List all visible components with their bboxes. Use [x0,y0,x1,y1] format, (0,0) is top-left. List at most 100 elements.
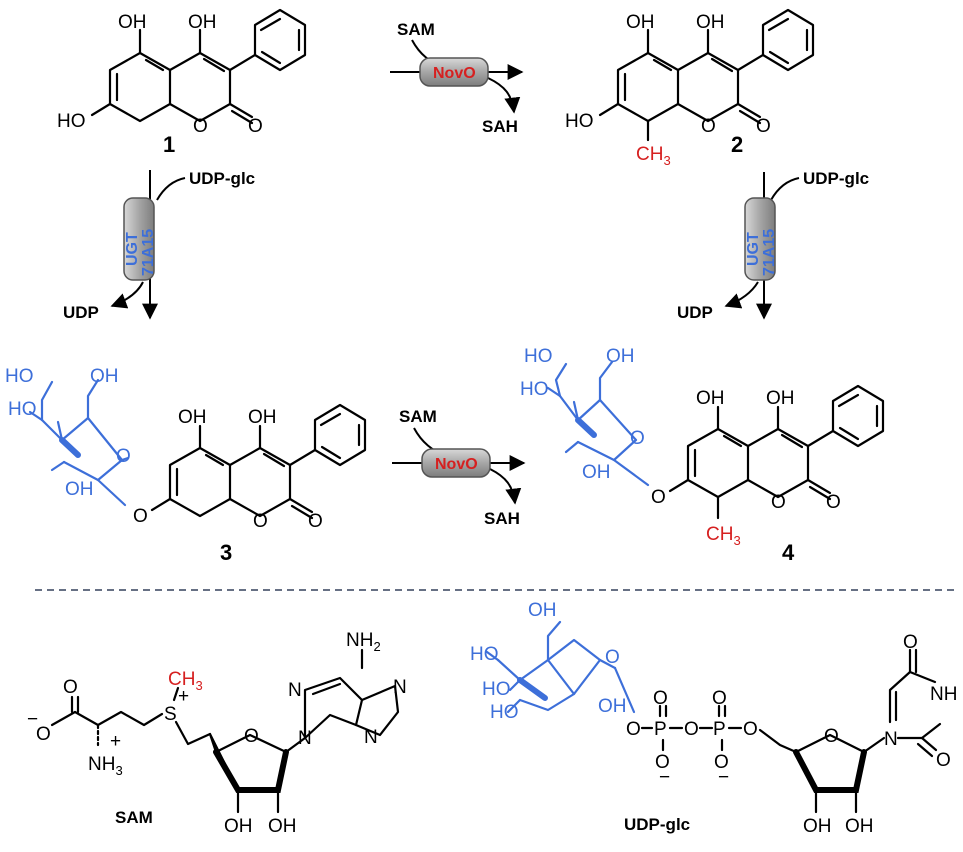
compound-number-3: 3 [220,540,232,565]
methyl-subscript: 3 [663,153,670,168]
label-oh: OH [248,407,277,428]
label-oh: OH [582,462,611,483]
methyl-subscript: 3 [195,678,202,693]
label-n: N [884,729,898,750]
label-o-glycosidic: O [133,506,148,527]
methyl-ch: CH [168,669,195,690]
label-p: P [713,719,726,740]
ugt-step-left: UDP-glc UGT 71A15 UDP [63,169,255,322]
label-minus: − [27,709,38,730]
methyl-ch: CH [706,524,733,545]
label-oh: OH [118,12,147,33]
enzyme-box-novo [421,448,491,478]
label-nh2: NH2 [346,630,381,654]
label-oh: OH [766,388,795,409]
label-o: O [63,677,78,698]
label-oh: OH [696,388,725,409]
reagent-udp-glc: UDP-glc [189,169,255,188]
label-o-glycosidic: O [651,487,666,508]
label-o-ring: O [253,511,268,532]
label-minus: − [659,767,670,788]
novo-step-top: SAM NovO SAH [390,20,524,136]
reagent-sah: SAH [482,117,518,136]
reagent-udp: UDP [63,303,99,322]
nh3-subscript: 3 [115,763,122,778]
methyl-ch: CH [636,144,663,165]
methyl-subscript: 3 [733,533,740,548]
label-ho: HO [565,111,594,132]
label-oh: OH [178,407,207,428]
label-o-ring: O [701,116,716,137]
label-oh: HO [490,702,519,723]
nh2-subscript: 2 [373,639,380,654]
enzyme-novo-label: NovO [435,456,478,473]
enzyme-ugt-line1: UGT [745,232,762,266]
label-minus: − [718,767,729,788]
methyl-label: CH3 [706,524,741,548]
novo-step-middle: SAM NovO SAH [392,407,526,528]
enzyme-ugt-line2: 71A15 [140,229,157,276]
label-oh: HO [8,399,37,420]
label-oh: OH [626,12,655,33]
label-oh: OH [528,600,557,621]
label-o: O [743,719,758,740]
name-sam: SAM [115,808,153,827]
label-oh: HO [524,346,553,367]
name-udp-glc: UDP-glc [624,815,690,834]
label-o-ring: O [630,428,645,449]
label-oh: OH [188,12,217,33]
label-o-ring: O [193,116,208,137]
label-oh: HO [482,679,511,700]
label-n: N [288,680,302,701]
compound-2-structure: OH OH HO O O CH3 2 [565,8,815,168]
label-o: O [903,632,918,653]
label-p: P [654,719,667,740]
reagent-udp: UDP [677,303,713,322]
label-o-minus: O [36,724,51,745]
label-oh: OH [845,816,874,837]
compound-number-2: 2 [731,132,743,157]
label-o-carbonyl: O [308,511,323,532]
label-o-ring: O [771,492,786,513]
label-oh: OH [606,346,635,367]
label-o-carbonyl: O [756,116,771,137]
label-s: S [164,704,177,725]
label-o: O [655,752,670,773]
label-o-ring: O [244,726,259,747]
label-n: N [393,677,407,698]
compound-4-structure: HO OH HO O OH OH OH O O O CH3 4 [520,346,885,565]
enzyme-novo-label: NovO [433,65,476,82]
label-o: O [712,688,727,709]
methyl-label: CH3 [168,669,203,693]
label-oh: OH [696,12,725,33]
label-oh: OH [803,816,832,837]
sam-structure: O O − NH3 + S + CH3 O OH OH N N N N NH2 … [27,630,407,837]
label-o: O [714,752,729,773]
enzyme-box-ugt [123,197,155,281]
enzyme-ugt-line1: UGT [124,232,141,266]
label-oh: HO [470,644,499,665]
reagent-sam: SAM [399,407,437,426]
label-oh: HO [5,366,34,387]
label-o-carbonyl: O [826,492,841,513]
ugt-step-right: UDP-glc UGT 71A15 UDP [677,169,869,322]
label-oh: OH [65,479,94,500]
compound-1-structure: OH OH HO O O 1 [57,8,307,157]
methyl-label: CH3 [636,144,671,168]
label-o: O [684,719,699,740]
label-nh: NH [930,684,957,705]
label-nh3: NH3 [88,754,123,778]
label-ho: HO [57,111,86,132]
compound-3-structure: HO OH HO O OH OH OH O O O 3 [5,366,367,565]
label-o: O [936,750,951,771]
label-o: O [626,719,641,740]
reagent-sam: SAM [397,20,435,39]
label-oh: HO [520,379,549,400]
label-o: O [653,688,668,709]
udp-glc-structure: OH O HO HO HO OH O P O O − O P O O − O O… [470,600,957,837]
label-o-ring: O [605,647,620,668]
label-o-carbonyl: O [248,116,263,137]
label-o-ring: O [824,726,839,747]
enzyme-ugt-line2: 71A15 [761,229,778,276]
